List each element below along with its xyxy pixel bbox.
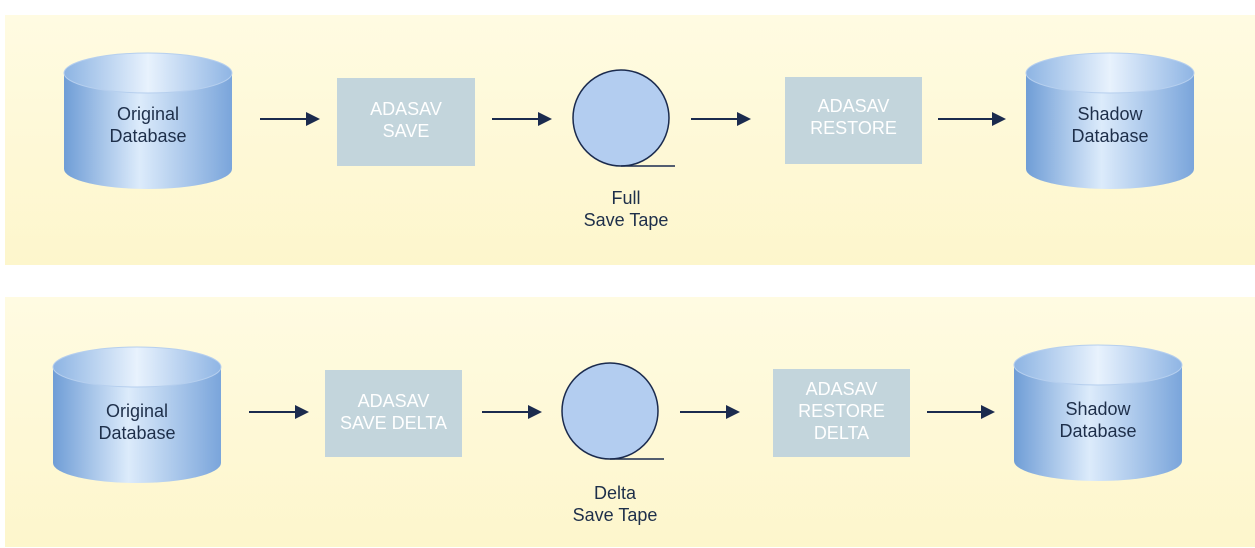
arrow-to-tape [492,112,552,126]
original-database-node: Original Database [51,345,223,485]
shadow-database-node: Shadow Database [1012,343,1184,483]
database-icon [1013,344,1183,481]
arrow-to-save-delta [249,405,309,419]
right-arrow-icon [249,405,309,419]
right-arrow-icon [482,405,542,419]
full-save-panel: Original Database ADASAV SAVE Full Save … [5,15,1255,265]
original-database-label: Original Database [109,104,187,146]
database-icon [52,346,222,483]
right-arrow-icon [492,112,552,126]
original-database-label: Original Database [98,401,176,443]
delta-save-tape [560,361,666,467]
right-arrow-icon [938,112,1006,126]
shadow-database-label: Shadow Database [1071,104,1149,146]
right-arrow-icon [927,405,995,419]
full-save-tape [571,68,677,174]
tape-reel-icon [561,362,664,460]
database-icon [1025,52,1195,189]
arrow-to-shadow [938,112,1008,126]
adasav-restore-step: ADASAV RESTORE [785,77,922,164]
delta-save-tape-label: Delta Save Tape [572,483,658,525]
tape-reel-icon [572,69,675,167]
arrow-to-restore-delta [680,405,740,419]
database-icon [63,52,233,189]
arrow-to-delta-tape [482,405,542,419]
arrow-to-restore [691,112,751,126]
arrow-to-shadow [927,405,997,419]
right-arrow-icon [260,112,320,126]
shadow-database-label: Shadow Database [1059,399,1137,441]
shadow-database-node: Shadow Database [1024,51,1196,191]
right-arrow-icon [680,405,740,419]
adasav-restore-delta-step: ADASAV RESTORE DELTA [773,369,910,457]
arrow-to-save [260,112,320,126]
adasav-save-delta-step: ADASAV SAVE DELTA [325,370,462,457]
right-arrow-icon [691,112,751,126]
adasav-save-step: ADASAV SAVE [337,78,475,166]
delta-save-panel: Original Database ADASAV SAVE DELTA Delt… [5,297,1255,547]
original-database-node: Original Database [62,51,234,191]
full-save-tape-label: Full Save Tape [583,188,669,230]
